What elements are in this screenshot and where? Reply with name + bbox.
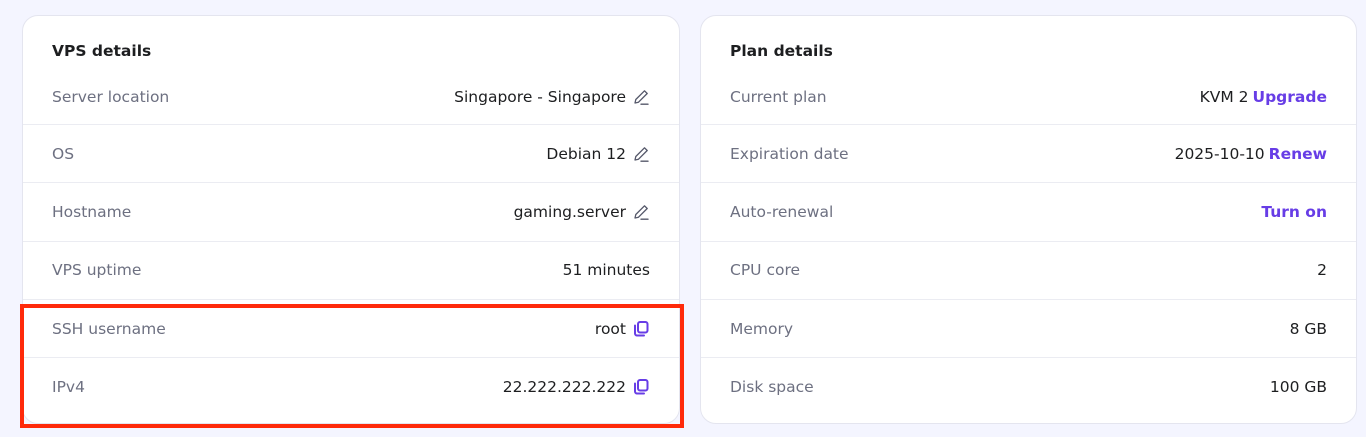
ssh-username-value: root	[594, 319, 626, 338]
cpu-core-value: 2	[1317, 261, 1327, 280]
row-os: OS Debian 12	[23, 124, 679, 182]
os-value: Debian 12	[546, 144, 626, 163]
row-current-plan: Current plan KVM 2 Upgrade	[701, 78, 1356, 124]
row-vps-uptime: VPS uptime 51 minutes	[23, 240, 679, 299]
hostname-label: Hostname	[52, 202, 132, 221]
upgrade-link[interactable]: Upgrade	[1252, 88, 1328, 106]
pencil-icon[interactable]	[632, 145, 650, 163]
hostname-value: gaming.server	[513, 202, 626, 221]
row-expiration-date: Expiration date 2025-10-10 Renew	[701, 124, 1356, 182]
row-hostname: Hostname gaming.server	[23, 182, 679, 240]
server-location-label: Server location	[52, 88, 170, 106]
row-disk-space: Disk space 100 GB	[701, 357, 1356, 415]
copy-icon[interactable]	[632, 320, 650, 338]
plan-details-card: Plan details Current plan KVM 2 Upgrade …	[700, 15, 1357, 424]
pencil-icon[interactable]	[632, 88, 650, 106]
row-memory: Memory 8 GB	[701, 298, 1356, 357]
turn-on-link[interactable]: Turn on	[1261, 202, 1327, 221]
copy-icon[interactable]	[632, 378, 650, 396]
auto-renewal-label: Auto-renewal	[730, 202, 834, 221]
ipv4-label: IPv4	[52, 377, 85, 396]
disk-space-label: Disk space	[730, 377, 814, 396]
disk-space-value: 100 GB	[1269, 377, 1327, 396]
cpu-core-label: CPU core	[730, 261, 801, 280]
vps-details-title: VPS details	[52, 42, 152, 60]
ipv4-value: 22.222.222.222	[502, 377, 626, 396]
expiration-date-label: Expiration date	[730, 144, 849, 163]
row-auto-renewal: Auto-renewal Turn on	[701, 182, 1356, 240]
ssh-username-label: SSH username	[52, 319, 166, 338]
current-plan-value: KVM 2	[1199, 88, 1249, 106]
row-server-location: Server location Singapore - Singapore	[23, 78, 679, 124]
memory-label: Memory	[730, 319, 794, 338]
expiration-date-value: 2025-10-10	[1174, 144, 1265, 163]
memory-value: 8 GB	[1289, 319, 1327, 338]
vps-uptime-label: VPS uptime	[52, 261, 142, 280]
vps-details-card: VPS details Server location Singapore - …	[22, 15, 680, 424]
row-cpu-core: CPU core 2	[701, 240, 1356, 299]
os-label: OS	[52, 144, 75, 163]
vps-uptime-value: 51 minutes	[562, 261, 650, 280]
server-location-value: Singapore - Singapore	[454, 88, 626, 106]
pencil-icon[interactable]	[632, 203, 650, 221]
row-ssh-username: SSH username root	[23, 298, 679, 357]
renew-link[interactable]: Renew	[1268, 144, 1327, 163]
row-ipv4: IPv4 22.222.222.222	[23, 357, 679, 415]
plan-details-title: Plan details	[730, 42, 833, 60]
current-plan-label: Current plan	[730, 88, 827, 106]
